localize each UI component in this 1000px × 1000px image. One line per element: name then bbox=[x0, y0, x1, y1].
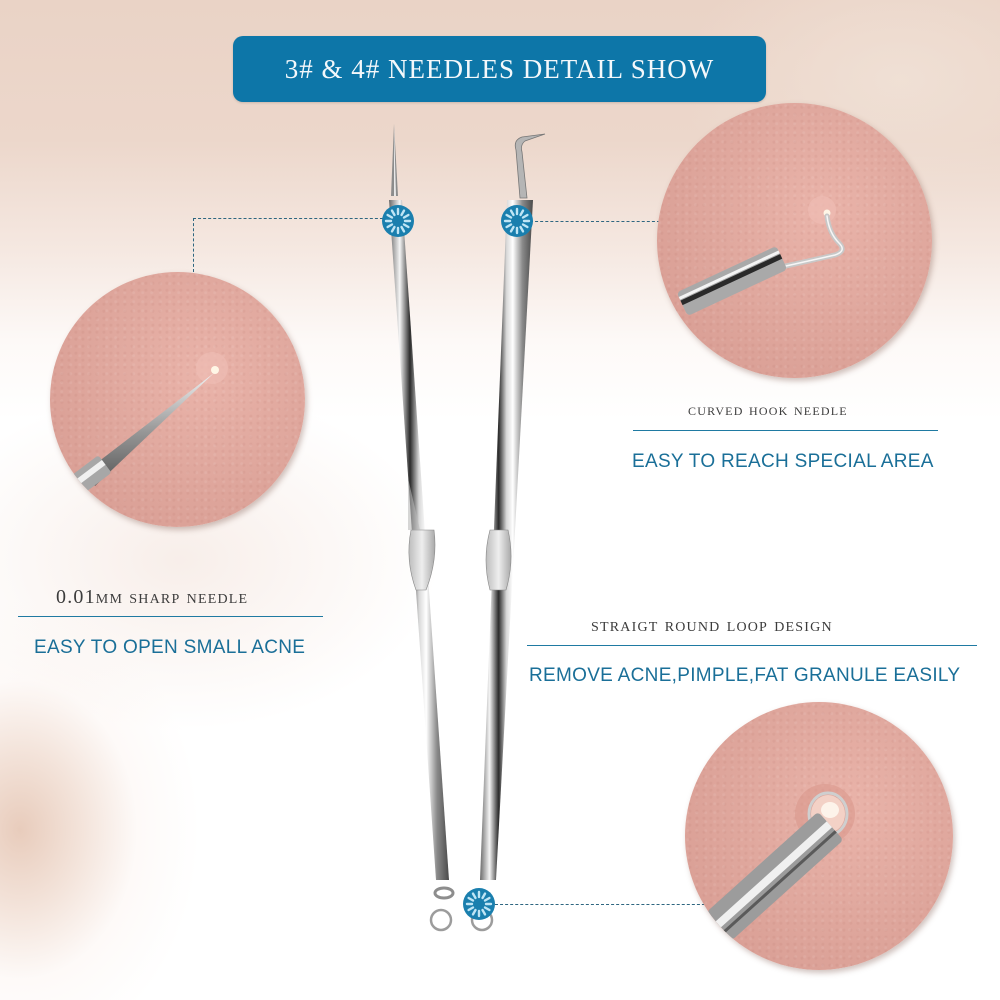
closeup-sharp-needle bbox=[50, 272, 305, 527]
connector-sharp-vertical bbox=[193, 218, 194, 272]
feature-subtitle-curved-hook: EASY TO REACH SPECIAL AREA bbox=[632, 451, 934, 472]
title-banner: 3# & 4# NEEDLES DETAIL SHOW bbox=[233, 36, 766, 102]
feature-title-sharp-needle: 0.01MM SHARP NEEDLE bbox=[56, 586, 249, 608]
connector-loop-horizontal bbox=[495, 904, 710, 905]
feature-title-round-loop: STRAIGT ROUND LOOP DESIGN bbox=[591, 614, 833, 636]
marker-sharp-tip bbox=[380, 203, 416, 239]
feature-subtitle-round-loop: REMOVE ACNE,PIMPLE,FAT GRANULE EASILY bbox=[529, 665, 961, 686]
marker-hook-tip bbox=[499, 203, 535, 239]
divider-round-loop bbox=[527, 645, 977, 646]
curved-hook-closeup-icon bbox=[677, 196, 845, 315]
skin-texture bbox=[657, 103, 932, 378]
curved-hook-tool bbox=[470, 133, 546, 932]
connector-sharp-horizontal bbox=[193, 218, 388, 219]
divider-curved-hook bbox=[633, 430, 938, 431]
marker-loop-end bbox=[461, 886, 497, 922]
page-title: 3# & 4# NEEDLES DETAIL SHOW bbox=[284, 53, 715, 84]
feature-title-curved-hook: CURVED HOOK NEEDLE bbox=[688, 400, 848, 419]
divider-sharp-needle bbox=[18, 616, 323, 617]
sharp-needle-tool bbox=[389, 124, 455, 932]
feature-subtitle-sharp-needle: EASY TO OPEN SMALL ACNE bbox=[34, 637, 306, 658]
closeup-curved-hook bbox=[657, 103, 932, 378]
connector-hook-horizontal bbox=[530, 221, 660, 222]
closeup-round-loop bbox=[685, 702, 953, 970]
sharp-needle-closeup-icon bbox=[51, 352, 228, 508]
round-loop-closeup-icon bbox=[708, 784, 855, 939]
